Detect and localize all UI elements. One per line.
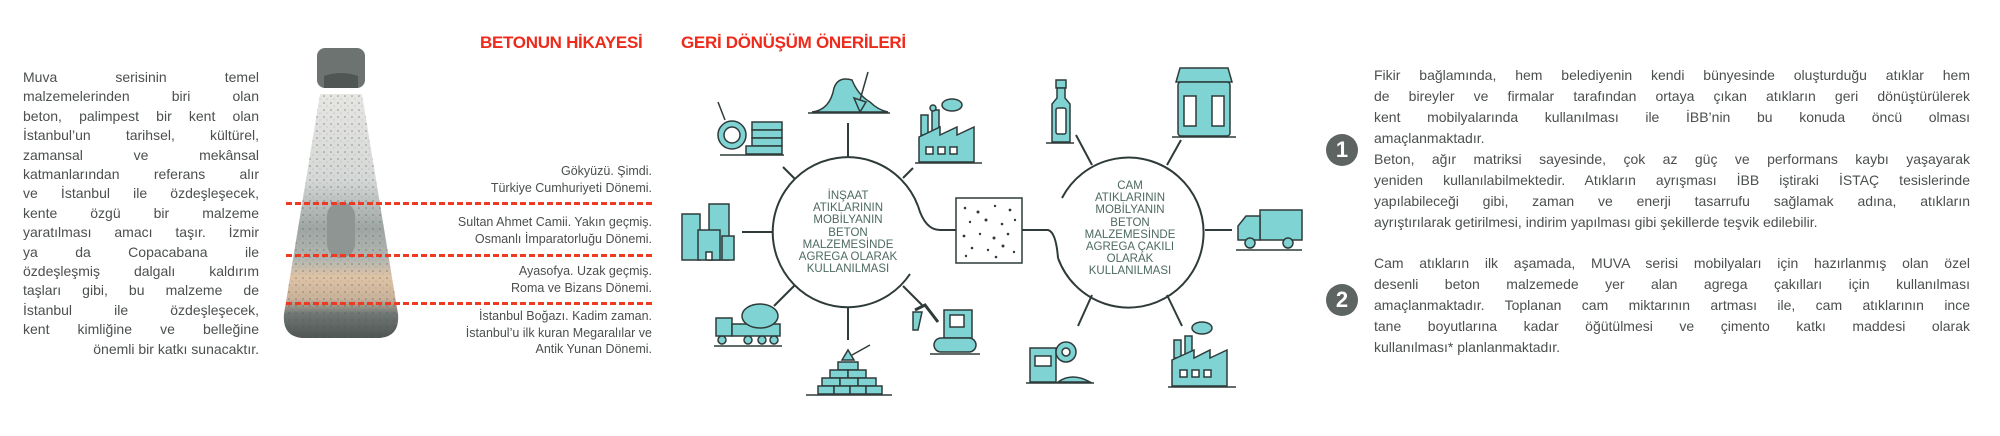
concrete-bottle-image: [283, 48, 399, 338]
intro-line: Muva serisinin temel: [23, 69, 259, 85]
buildings-icon: [681, 203, 735, 261]
intro-line: taşları gibi, bu malzeme de: [23, 282, 259, 299]
intro-line: ya da Copacabana ile: [23, 243, 259, 260]
story-heading: BETONUN HİKAYESİ: [480, 33, 643, 52]
glass-circle: [1057, 156, 1205, 309]
intro-paragraph: Muva serisinin temel malzemelerinden bir…: [23, 68, 259, 359]
proposal-2-text: Cam atıkların ilk aşamada, MUVA serisi m…: [1374, 255, 1970, 355]
intro-line: özdeşleşmiş dalgalı kaldırım: [23, 263, 259, 280]
intro-line: yaratılması amacı taşır. İzmir: [23, 224, 259, 241]
intro-line: beton, palimpest bir kent olan: [23, 107, 259, 124]
intro-line: kente özgü bir malzeme: [23, 204, 259, 221]
layer-divider: [286, 302, 652, 305]
intro-line: malzemelerinden biri olan: [23, 88, 259, 105]
layer-caption-bosphorus: İstanbul Boğazı. Kadim zaman.İstanbul’u …: [465, 309, 652, 356]
layer-caption-ayasofya: Ayasofya. Uzak geçmiş.Roma ve Bizans Dön…: [510, 264, 652, 295]
glass-container-icon: [1172, 67, 1236, 138]
truck-icon: [1236, 209, 1303, 251]
intro-line: önemli bir katkı sunacaktır.: [93, 340, 259, 357]
bottle-icon: [1046, 79, 1074, 144]
concrete-sample-icon: [955, 197, 1023, 264]
brick-pyramid-icon: [806, 344, 892, 396]
factory-icon: [1168, 321, 1236, 388]
proposal-number-badge: 2: [1326, 284, 1358, 316]
layer-divider: [286, 202, 652, 205]
sand-shovel-icon: [808, 71, 890, 114]
excavator-icon: [912, 303, 980, 355]
concrete-mixer-truck-icon: [714, 303, 782, 347]
proposal-number-badge: 1: [1326, 134, 1358, 166]
recycling-heading: GERİ DÖNÜŞÜM ÖNERİLERİ: [681, 33, 906, 52]
intro-line: katmanlarından referans alır: [23, 166, 259, 183]
layer-divider: [286, 254, 652, 257]
crusher-icon: [1026, 341, 1094, 384]
construction-circle: [771, 156, 919, 309]
ibb-logo-emblem: [327, 202, 355, 258]
intro-line: kent kimliğine ve belleğine: [23, 321, 259, 338]
intro-line: İstanbul’un tarihsel, kültürel,: [23, 127, 259, 144]
layer-caption-sky: Gökyüzü. Şimdi.Türkiye Cumhuriyeti Dönem…: [490, 164, 652, 195]
intro-line: İstanbul ile özdeşleşecek,: [23, 301, 259, 318]
wrecking-ball-icon: [717, 101, 784, 156]
factory-icon: [915, 98, 982, 164]
intro-line: zamansal ve mekânsal: [23, 146, 259, 163]
intro-line: ve İstanbul ile özdeşleşecek,: [23, 185, 259, 202]
layer-caption-sultanahmet: Sultan Ahmet Camii. Yakın geçmiş.Osmanlı…: [457, 215, 652, 246]
proposal-1-text: Fikir bağlamında, hem belediyenin kendi …: [1374, 67, 1970, 230]
